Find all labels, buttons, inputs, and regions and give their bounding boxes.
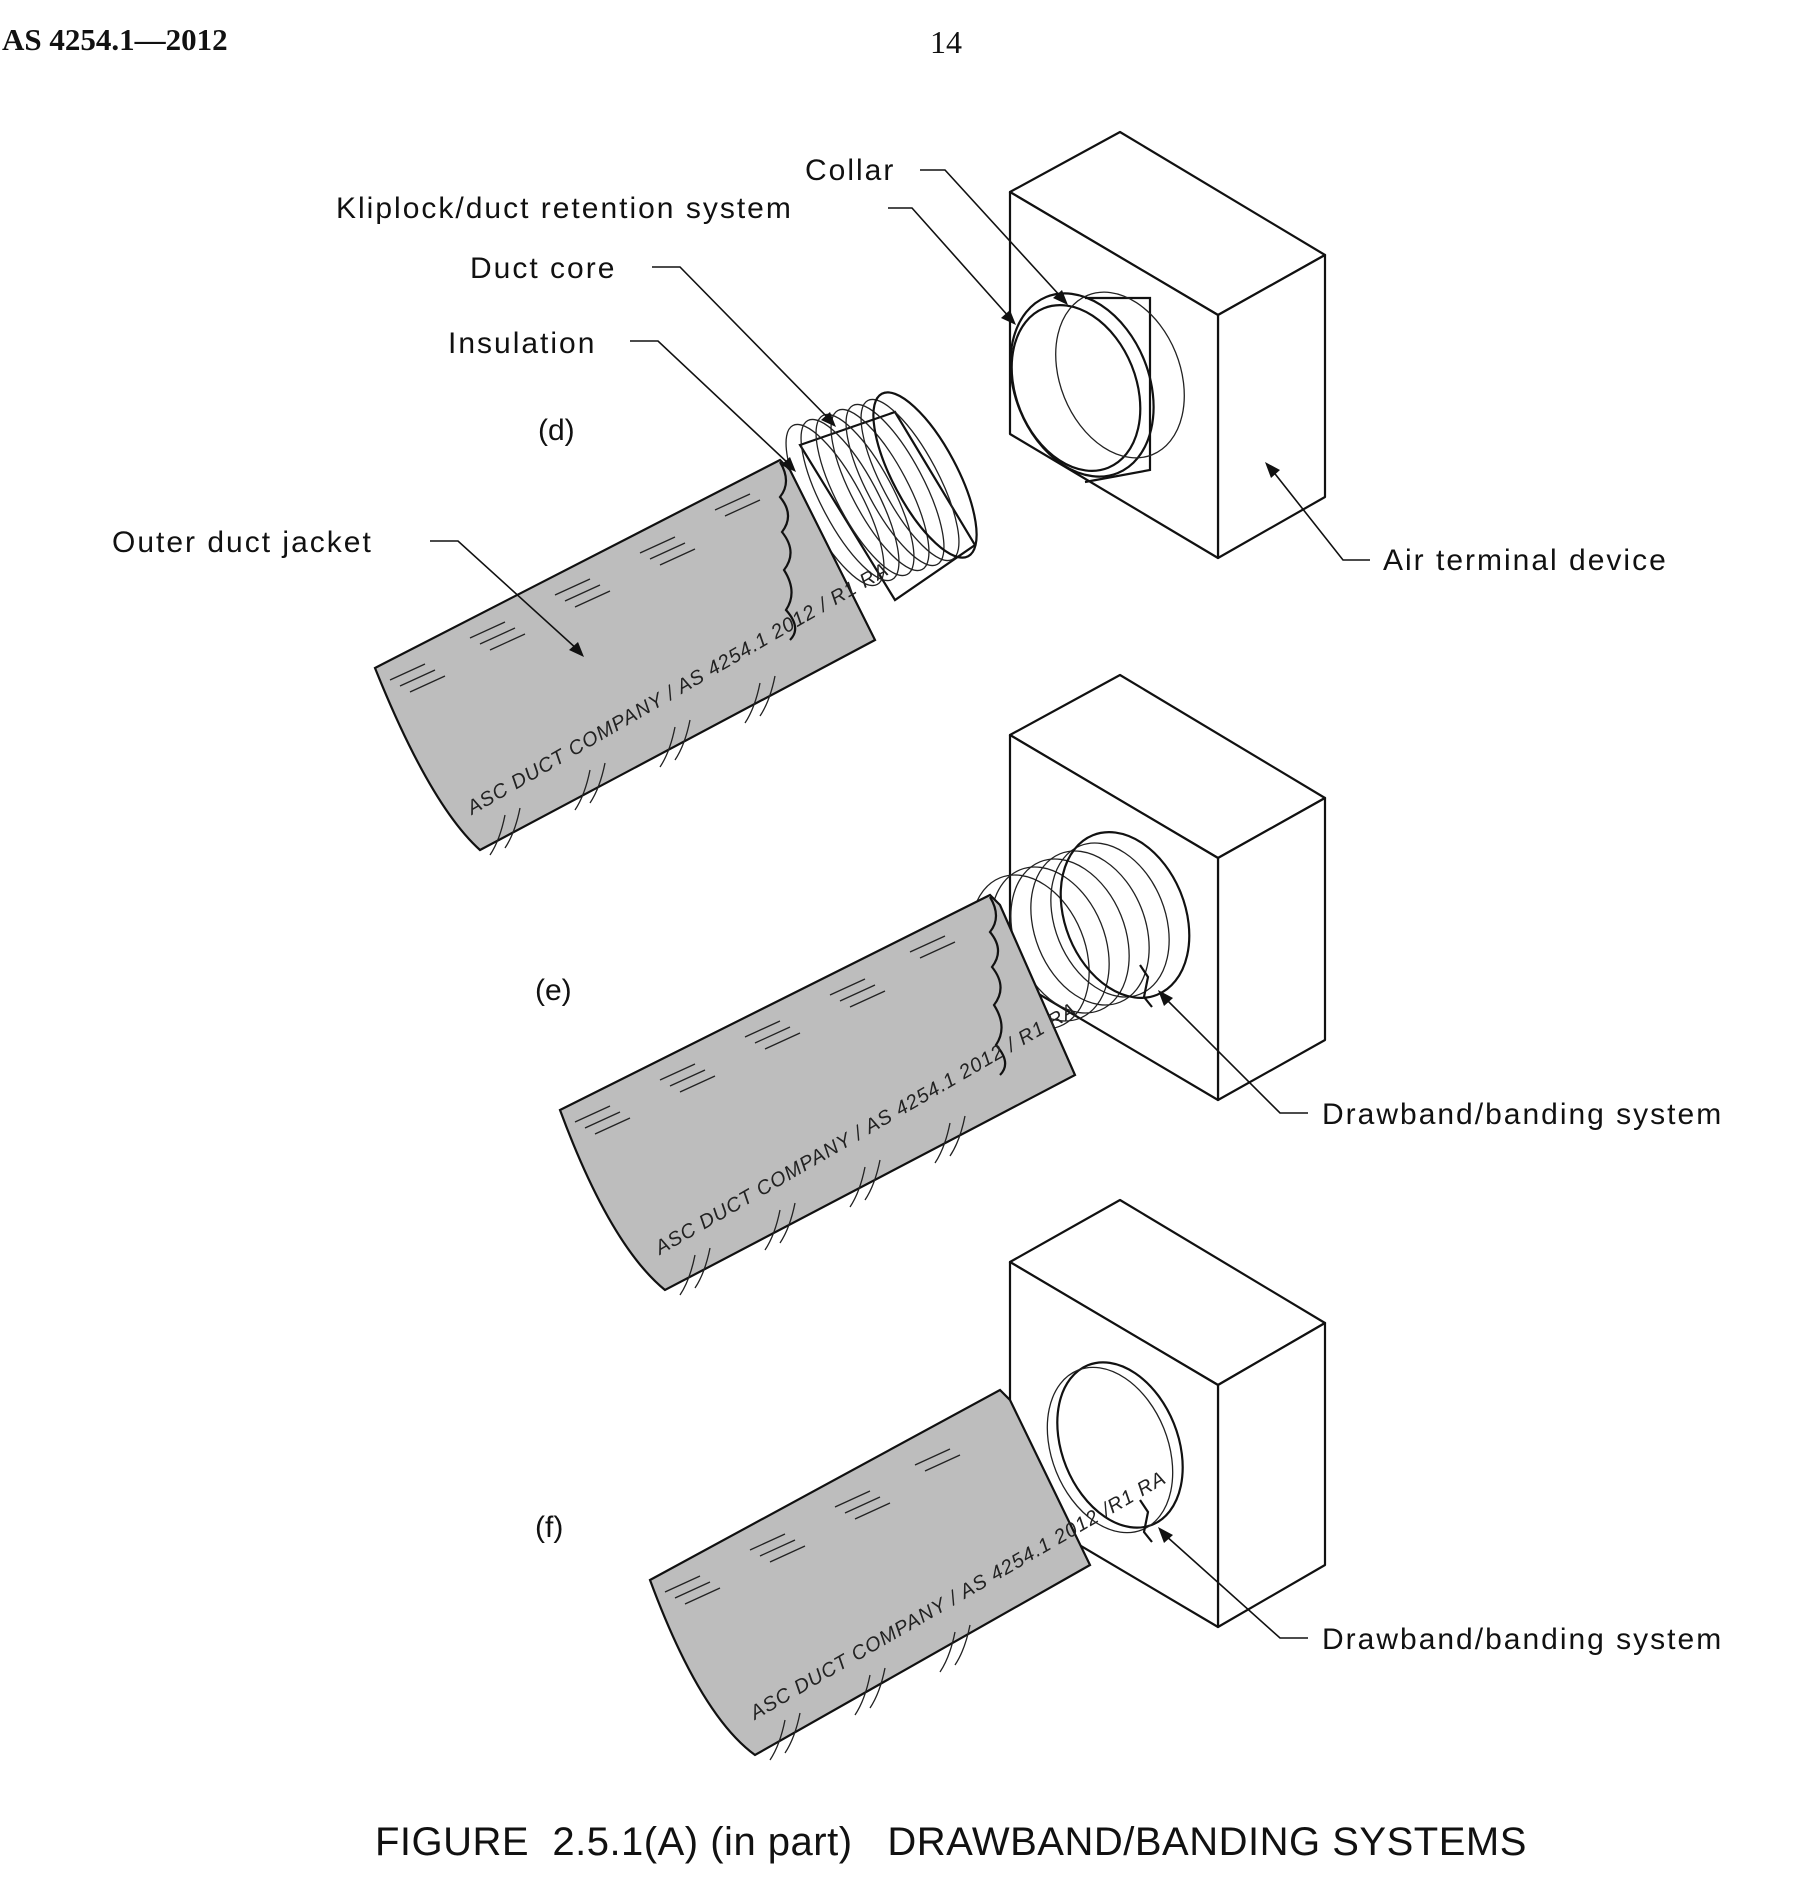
label-outer-jacket: Outer duct jacket bbox=[112, 526, 373, 559]
leader-outer-jacket bbox=[430, 540, 579, 651]
leader-air-terminal bbox=[1271, 469, 1370, 561]
leader-drawband-f bbox=[1164, 1534, 1308, 1639]
page-number: 14 bbox=[930, 24, 962, 60]
arrowhead-kliplock bbox=[1001, 310, 1016, 325]
leader-duct-core bbox=[652, 266, 831, 421]
arrowhead-outer-jacket bbox=[569, 642, 584, 657]
leader-kliplock bbox=[888, 207, 1011, 319]
standard-number: AS 4254.1—2012 bbox=[2, 22, 228, 57]
air-terminal-box-e bbox=[1008, 673, 1327, 1102]
leader-drawband-e bbox=[1164, 997, 1308, 1114]
duct-jacket-e: ASC DUCT COMPANY / AS 4254.1 2012 / R1 R… bbox=[558, 893, 1081, 1296]
sub-label-e: (e) bbox=[535, 974, 572, 1007]
sub-figure-e: ASC DUCT COMPANY / AS 4254.1 2012 / R1 R… bbox=[535, 673, 1327, 1296]
sub-label-f: (f) bbox=[535, 1511, 563, 1544]
arrowhead-collar bbox=[1053, 290, 1068, 305]
air-terminal-box-d bbox=[1008, 130, 1327, 560]
arrowhead-duct-core bbox=[821, 412, 836, 427]
label-drawband-e: Drawband/banding system bbox=[1322, 1098, 1723, 1131]
arrowhead-drawband-f bbox=[1158, 1527, 1173, 1543]
arrowhead-drawband-e bbox=[1158, 990, 1173, 1006]
arrowhead-insulation bbox=[781, 457, 796, 472]
label-duct-core: Duct core bbox=[470, 252, 616, 285]
duct-core-d bbox=[785, 391, 978, 602]
leader-collar bbox=[920, 169, 1063, 299]
collar-d bbox=[1009, 291, 1185, 484]
label-kliplock: Kliplock/duct retention system bbox=[336, 192, 793, 225]
leader-insulation bbox=[630, 340, 791, 466]
duct-jacket-d: ASC DUCT COMPANY / AS 4254.1 2012 / R1 R… bbox=[373, 458, 893, 856]
label-drawband-f: Drawband/banding system bbox=[1322, 1623, 1723, 1656]
label-collar: Collar bbox=[805, 154, 895, 187]
figure-caption: FIGURE 2.5.1(A) (in part) DRAWBAND/BANDI… bbox=[375, 1820, 1527, 1864]
drawband-f bbox=[1046, 1361, 1184, 1543]
sub-label-d: (d) bbox=[538, 414, 575, 447]
arrowhead-air-terminal bbox=[1265, 462, 1280, 478]
label-insulation: Insulation bbox=[448, 327, 596, 360]
figure-drawing: ASC DUCT COMPANY / AS 4254.1 2012 / R1 R… bbox=[112, 130, 1723, 1761]
label-air-terminal: Air terminal device bbox=[1383, 544, 1668, 577]
sub-figure-f: ASC DUCT COMPANY / AS 4254.1 2012 /R1 RA… bbox=[535, 1198, 1327, 1761]
